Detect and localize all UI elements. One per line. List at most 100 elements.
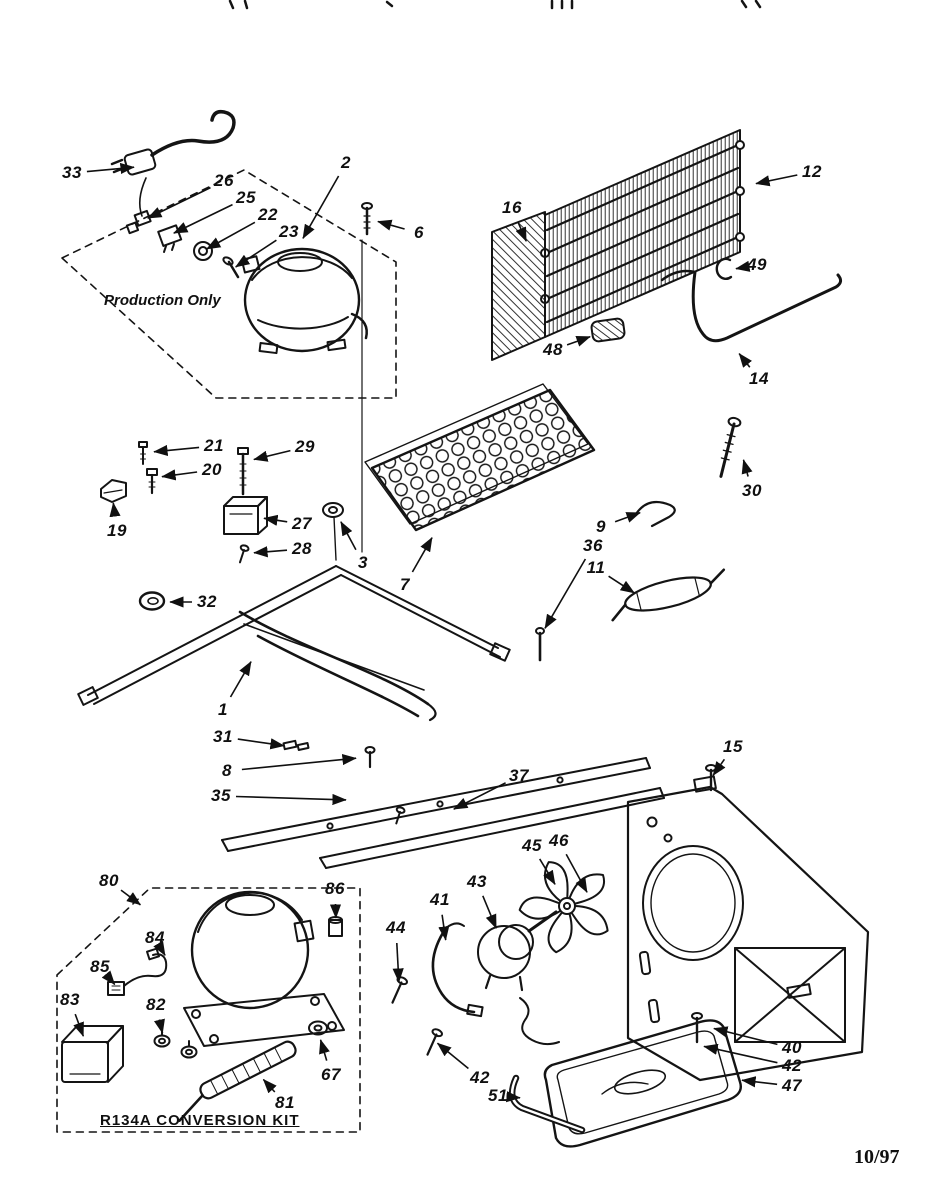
support-rails bbox=[221, 757, 665, 869]
leader-line-44 bbox=[392, 942, 404, 983]
leader-line-85 bbox=[101, 970, 116, 986]
part-callout-21: 21 bbox=[204, 436, 224, 455]
muffler-11 bbox=[611, 568, 726, 622]
part-callout-80: 80 bbox=[99, 871, 119, 890]
drain-pan bbox=[543, 1019, 742, 1148]
part-callout-22: 22 bbox=[258, 205, 278, 224]
part-callout-85: 85 bbox=[90, 957, 110, 976]
screw-21 bbox=[138, 441, 148, 465]
part-callout-82: 82 bbox=[146, 995, 166, 1014]
base-frame bbox=[77, 565, 511, 722]
part-callout-23: 23 bbox=[279, 222, 299, 241]
kit-fitting-86 bbox=[328, 916, 343, 937]
clamp-32 bbox=[138, 591, 166, 611]
part-callout-27: 27 bbox=[292, 514, 312, 533]
leader-line-28 bbox=[253, 546, 288, 558]
part-callout-42a: 42 bbox=[470, 1068, 490, 1087]
leader-line-2 bbox=[302, 175, 340, 239]
leader-line-49 bbox=[735, 260, 751, 272]
leader-line-51 bbox=[505, 1091, 521, 1103]
heat-loop-tube-14 bbox=[660, 269, 843, 343]
kit-compressor bbox=[183, 890, 345, 1047]
leader-line-25 bbox=[173, 203, 233, 234]
part-callout-33: 33 bbox=[62, 163, 82, 182]
part-callout-28: 28 bbox=[292, 539, 312, 558]
conversion-kit-box bbox=[56, 887, 361, 1133]
leader-line-16 bbox=[515, 221, 527, 242]
leader-line-33 bbox=[86, 162, 135, 175]
leader-line-48 bbox=[566, 335, 591, 347]
part-callout-81: 81 bbox=[275, 1093, 295, 1112]
clip-49 bbox=[715, 257, 733, 280]
part-callout-30: 30 bbox=[742, 481, 762, 500]
leader-line-31 bbox=[237, 738, 285, 750]
leader-line-35 bbox=[235, 793, 347, 806]
leader-line-46 bbox=[565, 853, 588, 893]
evaporator-fin-pack bbox=[540, 129, 745, 338]
part-callout-45: 45 bbox=[522, 836, 542, 855]
part-callout-84: 84 bbox=[145, 928, 165, 947]
part-callout-3: 3 bbox=[358, 553, 368, 572]
screw-42 bbox=[426, 1028, 443, 1056]
leader-line-80 bbox=[120, 889, 142, 906]
leader-line-8 bbox=[241, 753, 357, 771]
leader-line-37 bbox=[453, 782, 506, 810]
clip-19 bbox=[100, 479, 127, 503]
screw-40 bbox=[691, 1012, 703, 1044]
part-callout-8: 8 bbox=[222, 761, 232, 780]
leader-line-21 bbox=[153, 444, 200, 457]
pin-36 bbox=[535, 627, 545, 662]
part-callout-35: 35 bbox=[211, 786, 231, 805]
part-callout-20: 20 bbox=[202, 460, 222, 479]
leader-line-83 bbox=[73, 1013, 85, 1037]
leader-line-29 bbox=[253, 449, 291, 462]
evaporator-end-plate bbox=[491, 211, 546, 361]
kit-connector-85 bbox=[107, 981, 125, 996]
leader-line-26 bbox=[147, 186, 211, 219]
part-callout-6: 6 bbox=[414, 223, 424, 242]
part-callout-86: 86 bbox=[325, 879, 345, 898]
fan-motor bbox=[477, 910, 560, 1046]
callout-leader-lines bbox=[73, 162, 798, 1103]
leader-line-67 bbox=[319, 1039, 330, 1061]
clip-31 bbox=[282, 739, 310, 751]
wire-hook-9 bbox=[634, 500, 676, 528]
part-callout-83: 83 bbox=[60, 990, 80, 1009]
leader-line-45 bbox=[539, 858, 556, 885]
leader-line-1 bbox=[229, 661, 252, 698]
leader-line-82 bbox=[153, 1018, 165, 1034]
leader-line-43 bbox=[482, 895, 497, 929]
part-callout-47: 47 bbox=[782, 1076, 802, 1095]
motor-bracket-41 bbox=[431, 922, 484, 1018]
bolt-30 bbox=[719, 416, 742, 478]
part-callout-67: 67 bbox=[321, 1065, 341, 1084]
bolt-29 bbox=[237, 447, 249, 496]
leader-line-42a bbox=[436, 1042, 469, 1070]
part-callout-31: 31 bbox=[213, 727, 233, 746]
bolt-8 bbox=[364, 746, 376, 769]
production-only-label: Production Only bbox=[104, 292, 221, 309]
part-callout-46: 46 bbox=[549, 831, 569, 850]
kit-relay-83 bbox=[61, 1025, 124, 1083]
part-callout-12: 12 bbox=[802, 162, 822, 181]
part-callout-43: 43 bbox=[467, 872, 487, 891]
part-callout-32: 32 bbox=[197, 592, 217, 611]
relay-27 bbox=[223, 496, 268, 535]
leader-line-84 bbox=[153, 940, 166, 956]
leader-line-14 bbox=[738, 352, 752, 368]
leader-line-42b bbox=[703, 1043, 778, 1064]
leader-line-23 bbox=[235, 239, 277, 268]
part-callout-14: 14 bbox=[749, 369, 769, 388]
leader-line-27 bbox=[263, 514, 288, 526]
part-callout-2: 2 bbox=[341, 153, 351, 172]
part-callout-41: 41 bbox=[430, 890, 450, 909]
leader-line-15 bbox=[712, 758, 726, 777]
leader-line-22 bbox=[206, 221, 256, 250]
start-relay-parts bbox=[125, 209, 240, 279]
part-callout-26: 26 bbox=[214, 171, 234, 190]
leader-line-20 bbox=[161, 469, 198, 481]
accumulator-48 bbox=[590, 317, 626, 343]
leader-line-7 bbox=[411, 537, 433, 573]
part-callout-42b: 42 bbox=[782, 1056, 802, 1075]
